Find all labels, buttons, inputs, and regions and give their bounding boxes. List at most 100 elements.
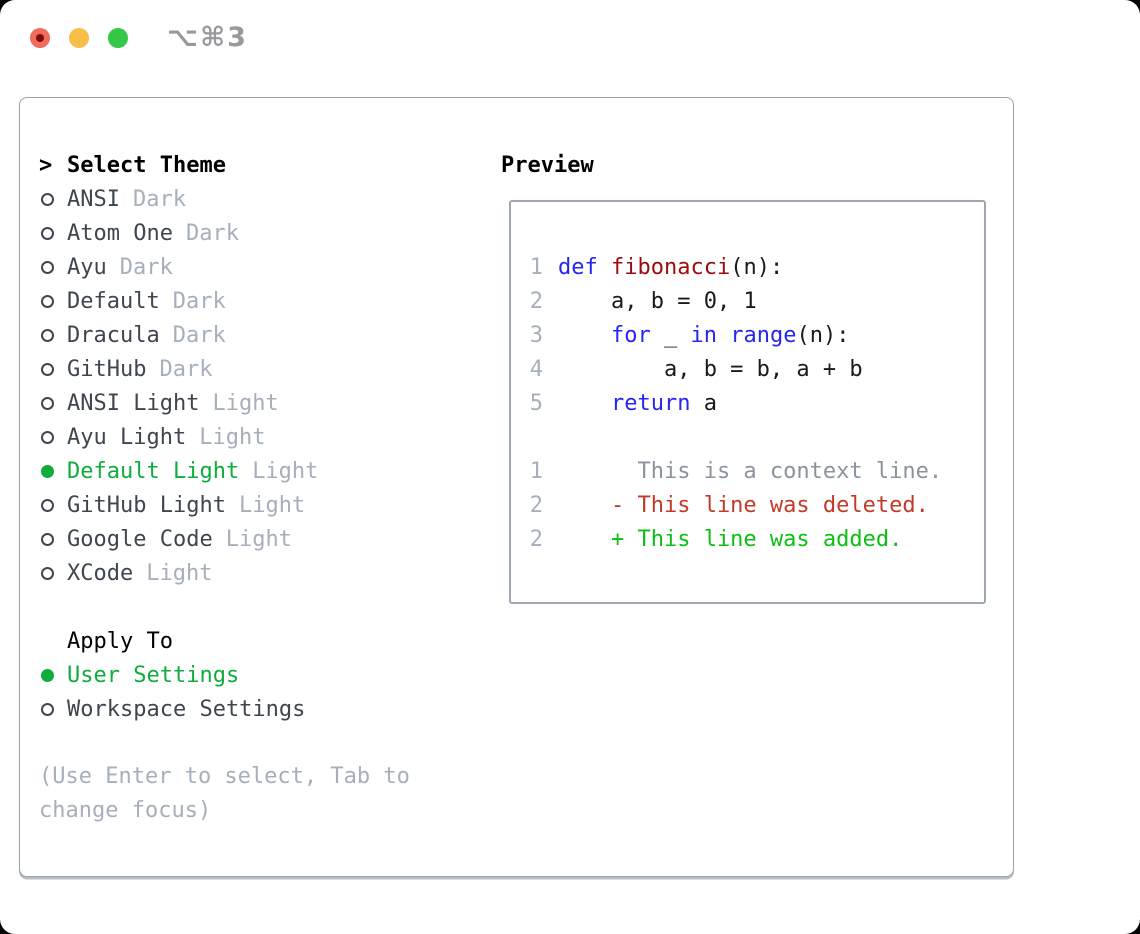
apply-option-name: Workspace Settings [67, 696, 306, 722]
selector-title: Select Theme [67, 152, 226, 178]
minimize-button[interactable] [69, 28, 89, 48]
theme-option-ansi-light[interactable]: ANSI Light Light [39, 386, 501, 420]
theme-variant-tag: Dark [172, 322, 226, 348]
code-line-text: return a [610, 390, 717, 416]
theme-option-github[interactable]: GitHub Dark [39, 352, 501, 386]
theme-name: Google Code [67, 526, 213, 552]
diff-line-text: - This line was deleted. [558, 492, 929, 518]
theme-variant-tag: Light [212, 390, 279, 416]
diff-line-text: + This line was added. [558, 526, 903, 552]
theme-variant-tag: Light [146, 560, 213, 586]
theme-name: Default [67, 288, 160, 314]
theme-name: Ayu [67, 254, 107, 280]
line-number: 1 [529, 254, 543, 280]
theme-variant-tag: Light [225, 526, 292, 552]
theme-option-ayu[interactable]: Ayu Dark [39, 250, 501, 284]
theme-option-github-light[interactable]: GitHub Light Light [39, 488, 501, 522]
radio-icon [39, 532, 67, 546]
spacer [39, 590, 501, 624]
radio-icon [39, 294, 67, 308]
theme-option-xcode[interactable]: XCode Light [39, 556, 501, 590]
line-number: 5 [529, 390, 543, 416]
line-number: 2 [529, 288, 543, 314]
apply-option-user-settings[interactable]: User Settings [39, 658, 501, 692]
radio-icon [39, 702, 67, 716]
keyboard-hint: (Use Enter to select, Tab to change focu… [39, 764, 410, 823]
preview-diff-lines: 1 This is a context line.2 - This line w… [529, 454, 984, 556]
radio-icon [39, 396, 67, 410]
theme-variant-tag: Dark [185, 220, 239, 246]
theme-option-ansi[interactable]: ANSI Dark [39, 182, 501, 216]
line-number: 2 [529, 492, 543, 518]
theme-name: GitHub Light [67, 492, 226, 518]
theme-name: Dracula [67, 322, 160, 348]
diff-line: 1 This is a context line. [529, 454, 984, 488]
line-number: 2 [529, 526, 543, 552]
window-title: ⌥⌘3 [167, 22, 248, 53]
radio-icon [39, 362, 67, 376]
code-line: 4 a, b = b, a + b [529, 352, 984, 386]
preview-title: Preview [501, 152, 594, 178]
close-button-dot-icon [36, 34, 44, 42]
prompt-icon: > [39, 152, 53, 178]
apply-to-title: Apply To [67, 628, 173, 654]
radio-selected-icon [39, 464, 67, 478]
theme-variant-tag: Dark [132, 186, 186, 212]
radio-icon [39, 566, 67, 580]
radio-icon [39, 260, 67, 274]
theme-name: ANSI Light [67, 390, 200, 416]
zoom-button[interactable] [108, 28, 128, 48]
theme-variant-tag: Dark [119, 254, 173, 280]
theme-name: Atom One [67, 220, 173, 246]
window-controls [30, 28, 128, 48]
radio-icon [39, 498, 67, 512]
theme-name: GitHub [67, 356, 147, 382]
line-number: 3 [529, 322, 543, 348]
theme-option-default-light[interactable]: Default Light Light [39, 454, 501, 488]
diff-line: 2 + This line was added. [529, 522, 984, 556]
apply-to-header-row: Apply To [39, 624, 501, 658]
theme-name: Ayu Light [67, 424, 187, 450]
selector-header-row: > Select Theme [39, 148, 501, 182]
code-line-text: a, b = b, a + b [558, 356, 863, 382]
theme-name: XCode [67, 560, 134, 586]
line-number: 4 [529, 356, 543, 382]
radio-icon [39, 226, 67, 240]
theme-option-atom-one[interactable]: Atom One Dark [39, 216, 501, 250]
radio-selected-icon [39, 668, 67, 682]
close-button[interactable] [30, 28, 50, 48]
theme-variant-tag: Light [252, 458, 319, 484]
theme-option-dracula[interactable]: Dracula Dark [39, 318, 501, 352]
code-line: 1 def fibonacci(n): [529, 250, 984, 284]
theme-name: ANSI [67, 186, 120, 212]
code-line: 2 a, b = 0, 1 [529, 284, 984, 318]
theme-option-default[interactable]: Default Dark [39, 284, 501, 318]
radio-icon [39, 192, 67, 206]
code-line-text: def fibonacci(n): [558, 254, 784, 280]
spacer [529, 420, 984, 454]
theme-option-google-code[interactable]: Google Code Light [39, 522, 501, 556]
theme-variant-tag: Light [238, 492, 306, 518]
theme-option-ayu-light[interactable]: Ayu Light Light [39, 420, 501, 454]
code-line-text: for _ in range(n): [610, 322, 850, 348]
theme-variant-tag: Light [199, 424, 266, 450]
theme-variant-tag: Dark [172, 288, 226, 314]
code-line: 5 return a [529, 386, 984, 420]
theme-variant-tag: Dark [159, 356, 213, 382]
theme-name: Default Light [67, 458, 240, 484]
diff-line-text: This is a context line. [558, 458, 943, 484]
code-line: 3 for _ in range(n): [529, 318, 984, 352]
apply-option-workspace-settings[interactable]: Workspace Settings [39, 692, 501, 726]
radio-icon [39, 430, 67, 444]
diff-line: 2 - This line was deleted. [529, 488, 984, 522]
line-number: 1 [529, 458, 543, 484]
apply-option-name: User Settings [67, 662, 240, 688]
code-line-text: a, b = 0, 1 [558, 288, 757, 314]
